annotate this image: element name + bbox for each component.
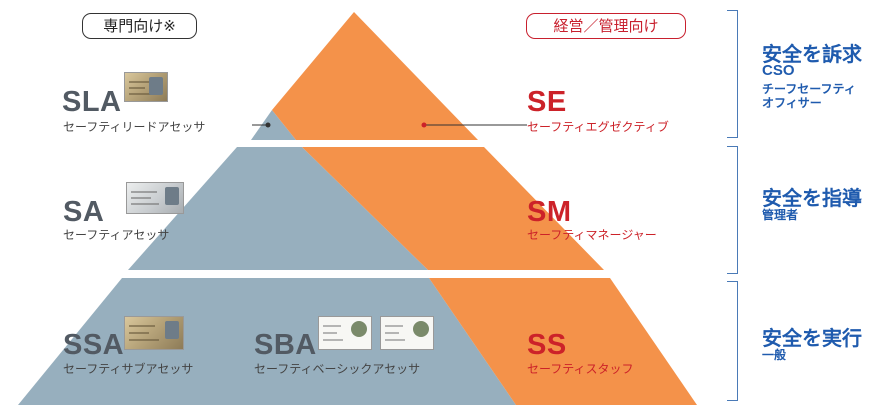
sa-label: セーフティアセッサ — [63, 228, 170, 242]
sba-card-image-1 — [318, 316, 372, 350]
ss-label: セーフティスタッフ — [527, 362, 634, 376]
bracket-bottom — [727, 281, 738, 401]
specialist-tag: 専門向け※ — [82, 13, 197, 39]
side-general: 一般 — [762, 348, 787, 362]
sm-code: SM — [527, 196, 572, 228]
sla-code: SLA — [62, 86, 122, 118]
ssa-card-image — [124, 316, 184, 350]
sla-connector-dot — [265, 122, 271, 128]
ssa-label: セーフティサブアセッサ — [63, 362, 194, 376]
tier-bottom-management — [429, 278, 697, 405]
side-heading-appeal: 安全を訴求 — [762, 44, 862, 66]
tier-middle-management — [302, 147, 604, 270]
side-chief-safety: チーフセーフティ — [762, 82, 856, 96]
sa-code: SA — [63, 196, 105, 228]
bracket-top — [727, 10, 738, 138]
sla-label: セーフティリードアセッサ — [63, 120, 206, 134]
ssa-code: SSA — [63, 329, 125, 361]
ss-code: SS — [527, 329, 567, 361]
bracket-middle — [727, 146, 738, 274]
sba-card-image-2 — [380, 316, 434, 350]
tier-middle-specialist — [128, 147, 428, 270]
side-manager: 管理者 — [762, 208, 799, 222]
sm-label: セーフティマネージャー — [527, 228, 657, 242]
sla-card-image — [124, 72, 168, 102]
tier-top-specialist — [251, 110, 296, 140]
se-label: セーフティエグゼクティブ — [527, 120, 669, 134]
side-heading-guide: 安全を指導 — [762, 188, 862, 210]
sba-label: セーフティベーシックアセッサ — [254, 362, 421, 376]
tier-top-management — [272, 12, 478, 140]
tier-bottom-specialist — [18, 278, 516, 405]
side-cso: CSO — [762, 62, 795, 79]
se-code: SE — [527, 86, 567, 118]
side-officer: オフィサー — [762, 96, 822, 110]
sa-card-image — [126, 182, 184, 214]
side-heading-execute: 安全を実行 — [762, 328, 862, 350]
sba-code: SBA — [254, 329, 317, 361]
management-tag: 経営／管理向け — [526, 13, 686, 39]
se-connector-dot — [421, 122, 427, 128]
